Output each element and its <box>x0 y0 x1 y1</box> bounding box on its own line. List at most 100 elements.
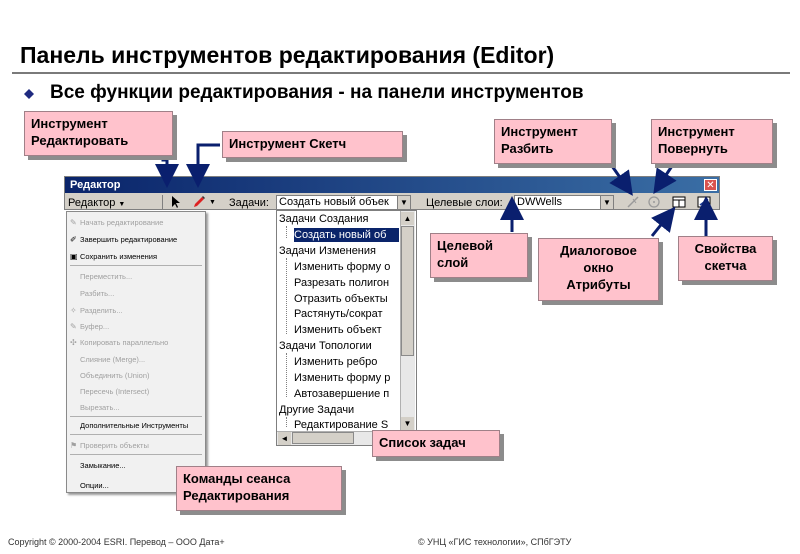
task-group-other: Другие Задачи <box>279 404 355 416</box>
callout-line: Атрибуты <box>566 277 631 292</box>
target-layer-value: DWWells <box>517 196 563 208</box>
menu-item-intersect[interactable]: Пересечь (Intersect) <box>70 387 149 397</box>
callout-line: Целевой <box>437 238 493 253</box>
task-item-mirror[interactable]: Отразить объекты <box>294 293 388 305</box>
task-combobox-value: Создать новый объек <box>279 196 389 208</box>
task-item-autocomplete[interactable]: Автозавершение п <box>294 388 390 400</box>
menu-separator <box>70 434 202 435</box>
callout-line: Свойства <box>694 241 757 256</box>
callout-line: Редактирования <box>183 488 290 503</box>
menu-item-divide[interactable]: ✧Разделить... <box>70 306 123 316</box>
task-item-modify-edge[interactable]: Изменить ребро <box>294 356 378 368</box>
task-item-modify-feature[interactable]: Изменить объект <box>294 324 382 336</box>
menu-item-more-tools[interactable]: Дополнительные Инструменты <box>70 421 188 431</box>
task-combobox-arrow-icon[interactable]: ▼ <box>397 196 410 209</box>
menu-item-label: Разбить... <box>80 289 115 298</box>
sketch-dropdown-icon[interactable]: ▼ <box>209 199 216 206</box>
editor-titlebar[interactable] <box>65 177 719 193</box>
menu-item-label: Начать редактирование <box>80 218 164 227</box>
menu-item-label: Дополнительные Инструменты <box>80 421 189 430</box>
title-divider <box>12 72 790 74</box>
target-layer-label: Целевые слои: <box>426 197 503 209</box>
callout-line: Инструмент Скетч <box>229 136 347 151</box>
task-group-topology: Задачи Топологии <box>279 340 372 352</box>
menu-item-validate[interactable]: ⚑Проверить объекты <box>70 441 149 451</box>
tree-line <box>286 417 288 427</box>
callout-line: Повернуть <box>658 141 728 156</box>
callout-line: Команды сеанса <box>183 471 291 486</box>
menu-item-merge[interactable]: Слияние (Merge)... <box>70 355 145 365</box>
callout-attributes-dialog: Диалоговое окно Атрибуты <box>538 238 659 301</box>
tree-line <box>286 226 288 238</box>
edit-tool-arrow-icon[interactable] <box>166 194 184 210</box>
menu-item-label: Замыкание... <box>80 461 126 470</box>
task-group-create: Задачи Создания <box>279 213 369 225</box>
scroll-left-icon[interactable]: ◄ <box>278 432 291 445</box>
chevron-down-icon: ▼ <box>118 201 126 208</box>
menu-item-label: Копировать параллельно <box>80 338 169 347</box>
arrow-attributes <box>650 206 676 237</box>
close-icon[interactable]: ✕ <box>704 179 717 191</box>
task-group-modify: Задачи Изменения <box>279 245 376 257</box>
callout-split-tool: Инструмент Разбить <box>494 119 612 164</box>
tree-line <box>286 353 288 397</box>
menu-item-stop-editing[interactable]: ✐Завершить редактирование <box>70 235 177 245</box>
scroll-up-icon[interactable]: ▲ <box>401 212 414 225</box>
task-list-dropdown <box>276 210 417 446</box>
menu-item-label: Проверить объекты <box>80 441 149 450</box>
menu-item-label: Объединить (Union) <box>80 371 150 380</box>
callout-line: слой <box>437 255 469 270</box>
menu-item-label: Опции... <box>80 481 109 490</box>
menu-item-label: Пересечь (Intersect) <box>80 387 150 396</box>
toolbar-separator <box>162 195 163 209</box>
menu-item-union[interactable]: Объединить (Union) <box>70 371 150 381</box>
task-combobox[interactable]: Создать новый объек <box>276 195 411 210</box>
callout-line: Инструмент <box>501 124 578 139</box>
task-item-cut-polygon[interactable]: Разрезать полигон <box>294 277 390 289</box>
menu-separator <box>70 416 202 417</box>
sketch-pencil-icon[interactable] <box>190 194 208 210</box>
callout-sketch-properties: Свойства скетча <box>678 236 773 281</box>
menu-item-buffer[interactable]: ✎Буфер... <box>70 322 109 332</box>
attributes-dialog-icon[interactable] <box>670 194 688 210</box>
menu-item-copy-parallel[interactable]: ✣Копировать параллельно <box>70 338 168 348</box>
task-item-create-new[interactable]: Создать новый об <box>294 228 399 242</box>
callout-target-layer: Целевой слой <box>430 233 528 278</box>
target-layer-combobox[interactable]: DWWells <box>514 195 614 210</box>
horizontal-scroll-thumb[interactable] <box>292 432 354 444</box>
start-edit-icon: ✎ <box>70 218 77 227</box>
callout-session-commands: Команды сеанса Редактирования <box>176 466 342 511</box>
menu-item-save-edits[interactable]: ▣Сохранить изменения <box>70 252 157 262</box>
task-item-reshape-edge[interactable]: Изменить форму р <box>294 372 391 384</box>
save-edits-icon: ▣ <box>70 252 78 261</box>
menu-item-clip[interactable]: Вырезать... <box>70 403 120 413</box>
menu-separator <box>70 265 202 266</box>
callout-line: Диалоговое <box>560 243 637 258</box>
callout-line: Список задач <box>379 435 466 450</box>
callout-rotate-tool: Инструмент Повернуть <box>651 119 773 164</box>
task-item-edit-sketch[interactable]: Редактирование S <box>294 419 389 431</box>
menu-item-start-editing[interactable]: ✎Начать редактирование <box>70 218 163 228</box>
task-item-extend-trim[interactable]: Растянуть/сократ <box>294 308 383 320</box>
task-item-reshape[interactable]: Изменить форму о <box>294 261 391 273</box>
callout-sketch-tool: Инструмент Скетч <box>222 131 403 158</box>
editor-menu-dropdown <box>66 211 206 493</box>
slide-title: Панель инструментов редактирования (Edit… <box>20 42 555 68</box>
menu-item-move[interactable]: Переместить... <box>70 272 132 282</box>
editor-window-title: Редактор <box>70 179 121 191</box>
menu-item-snapping[interactable]: Замыкание... <box>70 461 126 471</box>
menu-item-split[interactable]: Разбить... <box>70 289 114 299</box>
scroll-down-icon[interactable]: ▼ <box>401 417 414 430</box>
stop-edit-icon: ✐ <box>70 235 77 244</box>
target-layer-arrow-icon[interactable]: ▼ <box>600 196 613 209</box>
editor-menu-button[interactable]: Редактор ▼ <box>68 196 125 212</box>
menu-item-label: Слияние (Merge)... <box>80 355 146 364</box>
callout-line: окно <box>583 260 614 275</box>
split-tool-icon[interactable] <box>624 194 642 210</box>
menu-item-options[interactable]: Опции... <box>70 481 109 491</box>
menu-separator <box>70 454 202 455</box>
callout-line: Редактировать <box>31 133 129 148</box>
callout-line: скетча <box>704 258 747 273</box>
vertical-scroll-thumb[interactable] <box>401 226 414 356</box>
